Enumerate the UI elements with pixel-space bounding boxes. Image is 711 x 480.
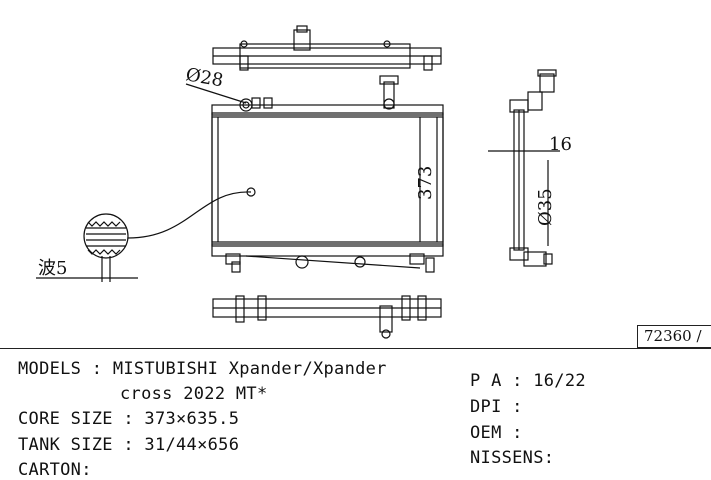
side-view [509, 69, 557, 267]
bottom-tank-view [212, 295, 442, 339]
models-line-continued: cross 2022 MT* [120, 384, 268, 404]
separator-line [0, 348, 711, 349]
core-size-line: CORE SIZE : 373×635.5 [18, 409, 240, 429]
pipe-diameter-label: Ø28 [184, 64, 225, 91]
core-height-label: 373 [415, 166, 436, 200]
fin-detail [36, 191, 252, 282]
tank-size-line: TANK SIZE : 31/44×656 [18, 435, 240, 455]
top-tank-view [212, 25, 442, 71]
front-view [211, 75, 444, 273]
thickness-label: 16 [549, 134, 572, 155]
side-pipe-label: Ø35 [535, 188, 556, 226]
oem-line: OEM : [470, 423, 523, 443]
models-line: MODELS : MISTUBISHI Xpander/Xpander [18, 359, 387, 379]
carton-line: CARTON: [18, 460, 92, 480]
pa-line: P A : 16/22 [470, 371, 586, 391]
dpi-line: DPI : [470, 397, 523, 417]
nissens-line: NISSENS: [470, 448, 555, 468]
fin-wave-label: 波5 [38, 258, 67, 279]
part-number-box: 72360 / [637, 325, 711, 348]
dimension-lines [185, 83, 560, 246]
radiator-technical-drawing: Ø28 373 16 Ø35 波5 [36, 25, 572, 339]
